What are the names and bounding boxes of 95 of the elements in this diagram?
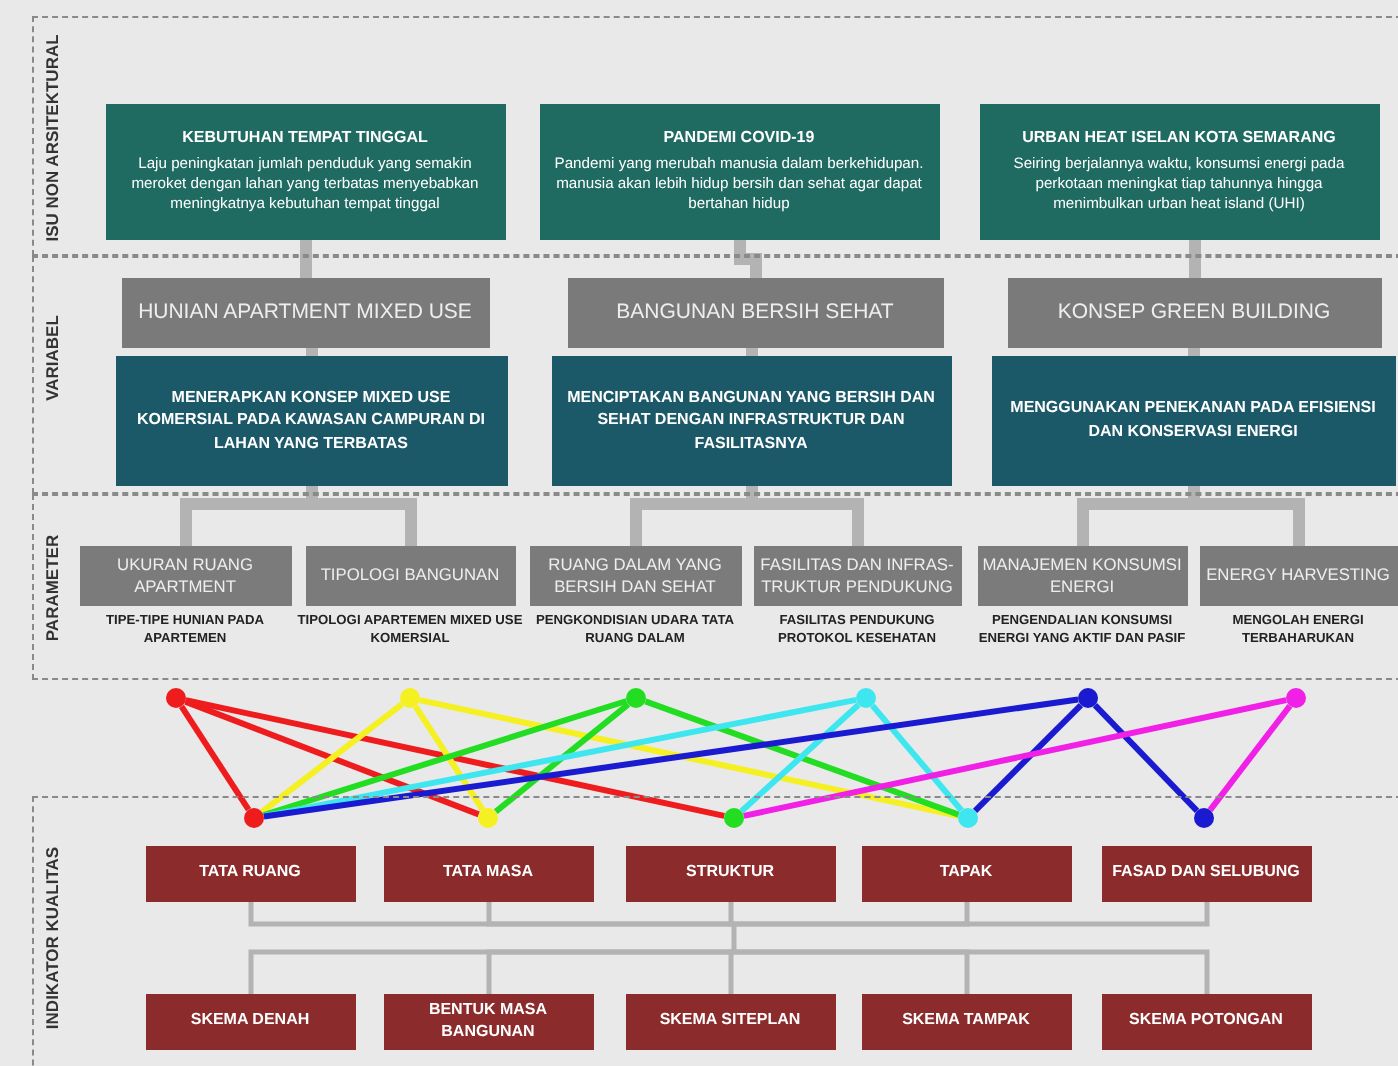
indicator-box bbox=[625, 845, 835, 901]
tree-line bbox=[1189, 240, 1201, 278]
indicator-box bbox=[383, 845, 593, 901]
indicator-box bbox=[861, 993, 1071, 1049]
indicator-box bbox=[625, 993, 835, 1049]
connector-dot bbox=[856, 688, 876, 708]
connector-dot bbox=[477, 807, 497, 827]
variable-box bbox=[1007, 277, 1381, 347]
section-band bbox=[32, 16, 1398, 256]
section-band bbox=[32, 494, 1398, 680]
box-label: ENERGY HARVESTING bbox=[1206, 564, 1390, 586]
connector-line bbox=[263, 696, 1079, 820]
box-label: MENGGUNAKAN PENEKANAN PADA EFISIENSI DAN KONSERVASI ENERGI bbox=[1008, 396, 1378, 444]
indicator-box bbox=[1101, 845, 1311, 901]
box-label: STRUKTUR bbox=[686, 862, 774, 884]
tree-line bbox=[306, 348, 318, 356]
box-label: BANGUNAN BERSIH SEHAT bbox=[616, 300, 894, 324]
parameter-box bbox=[529, 545, 741, 605]
indicator-box bbox=[383, 993, 593, 1049]
connector-line bbox=[644, 698, 960, 818]
tree-line bbox=[734, 949, 1210, 994]
tree-line bbox=[734, 240, 762, 278]
connector-line bbox=[493, 701, 631, 815]
indicator-box bbox=[1101, 993, 1311, 1049]
tree-line bbox=[731, 924, 737, 952]
parameter-box bbox=[79, 545, 291, 605]
box-label: SKEMA POTONGAN bbox=[1129, 1010, 1283, 1032]
tree-line bbox=[300, 240, 312, 278]
box-label: TIPOLOGI BANGUNAN bbox=[320, 564, 500, 586]
issue-box bbox=[539, 103, 939, 239]
connector-dot bbox=[243, 807, 263, 827]
box-label: FASAD DAN SELUBUNG bbox=[1112, 862, 1300, 884]
goal-box bbox=[991, 355, 1395, 485]
connector-line bbox=[1092, 703, 1200, 813]
goal-box bbox=[115, 355, 507, 485]
parameter-box bbox=[1199, 545, 1397, 605]
connector-line bbox=[262, 698, 628, 818]
connector-dot bbox=[400, 688, 420, 708]
tree-line bbox=[728, 902, 734, 927]
tree-line bbox=[1188, 348, 1200, 356]
issue-box bbox=[979, 103, 1379, 239]
indicator-box bbox=[145, 993, 355, 1049]
section-label: PARAMETER bbox=[42, 534, 62, 642]
tree-line bbox=[746, 348, 758, 356]
section-label: ISU NON ARSITEKTURAL bbox=[42, 34, 62, 242]
box-label: SKEMA SITEPLAN bbox=[659, 1010, 801, 1032]
box-title: URBAN HEAT ISELAN KOTA SEMARANG bbox=[1022, 128, 1336, 147]
box-title: KEBUTUHAN TEMPAT TINGGAL bbox=[182, 128, 428, 147]
box-label: BENTUK MASA BANGUNAN bbox=[426, 999, 550, 1043]
goal-box bbox=[551, 355, 951, 485]
connector-line bbox=[870, 703, 964, 813]
box-label: FASILITAS DAN INFRAS- TRUKTUR PENDUKUNG bbox=[758, 553, 956, 597]
box-title: PANDEMI COVID-19 bbox=[663, 128, 815, 147]
box-label: SKEMA TAMPAK bbox=[902, 1010, 1030, 1032]
indicator-box bbox=[861, 845, 1071, 901]
box-label: SKEMA DENAH bbox=[190, 1010, 310, 1032]
box-label: HUNIAN APARTMENT MIXED USE bbox=[138, 300, 472, 324]
connector-line bbox=[178, 704, 252, 812]
connector-dot bbox=[1193, 807, 1213, 827]
box-label: MENERAPKAN KONSEP MIXED USE KOMERSIAL PADA KAWASAN CAMPURAN DI LAHAN YANG TERBATAS bbox=[134, 385, 488, 455]
connector-dot bbox=[626, 688, 646, 708]
box-label: UKURAN RUANG APARTMENT bbox=[115, 553, 255, 597]
issue-box bbox=[105, 103, 505, 239]
tree-line bbox=[486, 949, 734, 994]
box-label: TAPAK bbox=[939, 862, 993, 884]
connector-line bbox=[412, 704, 486, 812]
parameter-box bbox=[305, 545, 515, 605]
connector-dot bbox=[1286, 688, 1306, 708]
connector-line bbox=[739, 702, 861, 814]
tree-line bbox=[486, 902, 734, 927]
box-label: TATA RUANG bbox=[199, 862, 301, 884]
box-label: KONSEP GREEN BUILDING bbox=[1057, 300, 1331, 324]
tree-line bbox=[734, 902, 1210, 927]
connector-line bbox=[185, 697, 725, 819]
variable-box bbox=[121, 277, 489, 347]
connector-dot bbox=[166, 688, 186, 708]
connector-dot bbox=[1078, 688, 1098, 708]
tree-line bbox=[728, 949, 734, 994]
box-label: RUANG DALAM YANG BERSIH DAN SEHAT bbox=[546, 553, 724, 597]
box-label: MENCIPTAKAN BANGUNAN YANG BERSIH DAN SEHAT DENGAN INFRASTRUKTUR DAN FASILITASNYA bbox=[567, 385, 935, 455]
section-label: VARIABEL bbox=[42, 315, 62, 401]
connector-line bbox=[184, 698, 480, 818]
indicator-box bbox=[145, 845, 355, 901]
connector-line bbox=[972, 702, 1084, 814]
section-label: INDIKATOR KUALITAS bbox=[42, 846, 62, 1030]
connector-dot bbox=[723, 807, 743, 827]
connector-line bbox=[260, 701, 404, 815]
connector-line bbox=[1207, 704, 1293, 812]
box-label: MANAJEMEN KONSUMSI ENERGI bbox=[981, 553, 1183, 597]
box-label: TATA MASA bbox=[442, 862, 534, 884]
section-band bbox=[32, 796, 1398, 1066]
connector-line bbox=[743, 697, 1287, 819]
connector-line bbox=[419, 697, 959, 819]
variable-box bbox=[567, 277, 943, 347]
section-band bbox=[32, 256, 1398, 494]
